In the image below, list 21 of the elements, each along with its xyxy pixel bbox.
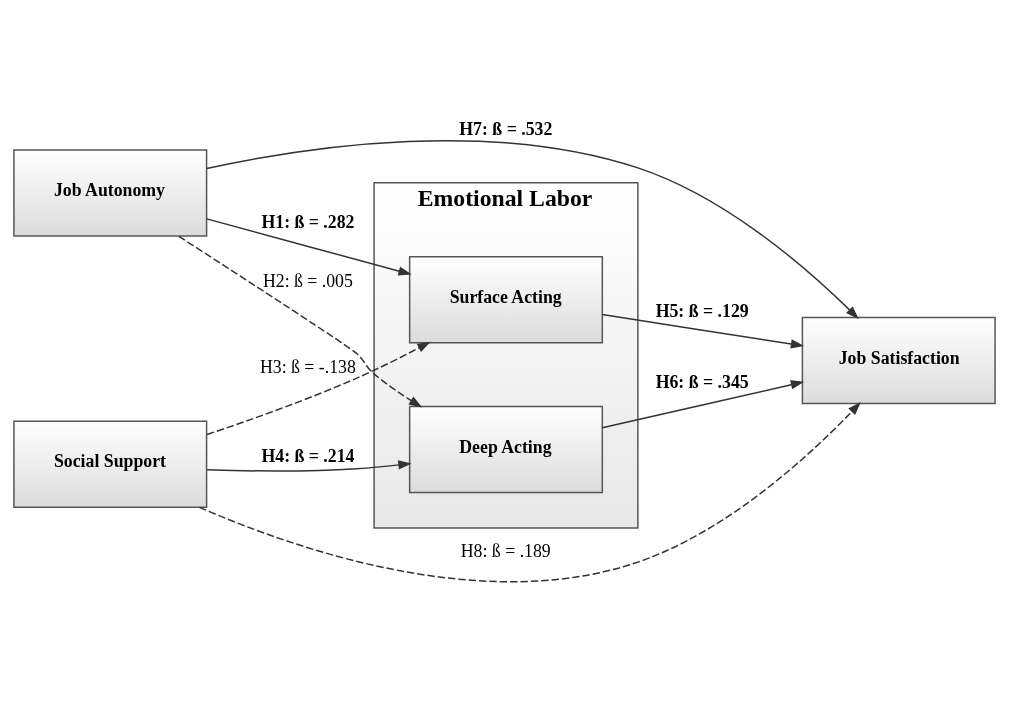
arrow: [206, 217, 412, 276]
arrow: [178, 235, 423, 407]
node-box: Job Autonomy: [13, 148, 208, 237]
node-box: Surface Acting: [408, 255, 604, 343]
edge-label: H2: ß = .005: [262, 270, 353, 291]
edge-label: H3: ß = -.138: [259, 356, 356, 377]
arrow: [205, 139, 859, 319]
edge-label: H5: ß = .129: [655, 300, 749, 321]
edge-label: H1: ß = .282: [261, 211, 355, 232]
node-box: Social Support: [13, 420, 208, 508]
arrow: [206, 459, 412, 472]
node-box: Job Satisfaction: [801, 316, 996, 404]
node-box: Deep Acting: [408, 405, 604, 493]
arrow: [601, 313, 805, 349]
edge-label: H7: ß = .532: [459, 118, 553, 139]
edge-label: H6: ß = .345: [655, 371, 749, 392]
edge-label: H4: ß = .214: [261, 445, 355, 466]
arrow: [198, 401, 861, 582]
edge-label: H8: ß = .189: [460, 540, 551, 561]
arrow: [601, 379, 805, 429]
arrow: [206, 341, 431, 435]
